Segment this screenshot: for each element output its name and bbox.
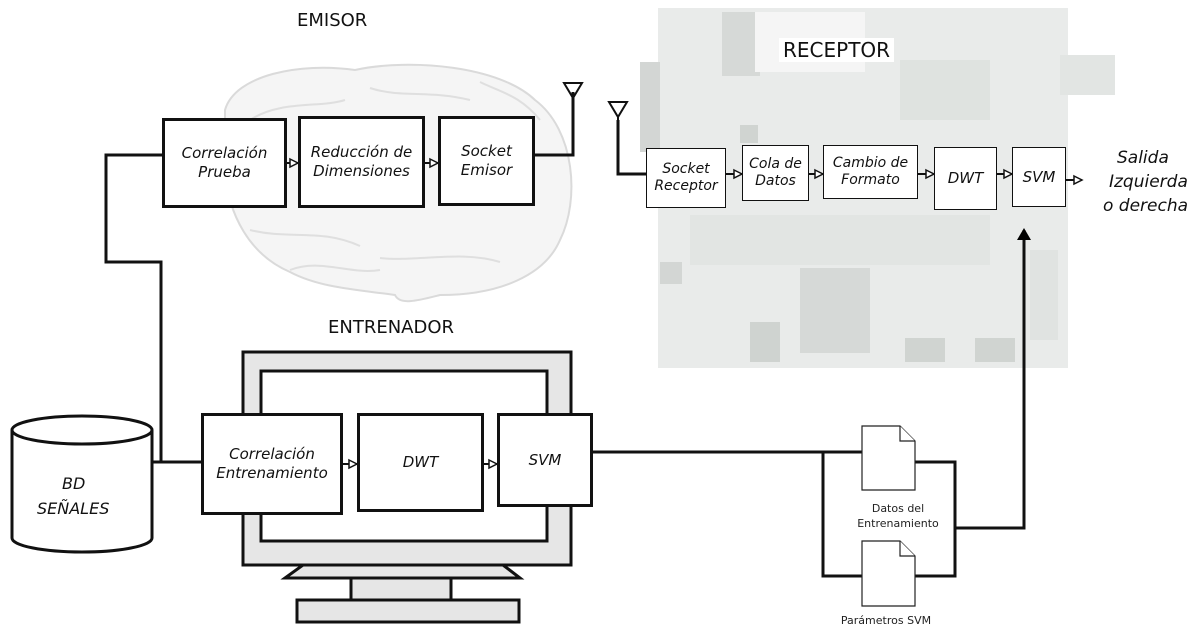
salida-line1: Salida	[1117, 147, 1169, 171]
socket-emisor-label: Socket Emisor	[461, 142, 512, 180]
receptor-title: RECEPTOR	[779, 38, 894, 62]
dwt-receptor-block: DWT	[934, 147, 997, 210]
correlacion-prueba-block: Correlación Prueba	[162, 118, 287, 208]
correlacion-entrenamiento-label: Correlación Entrenamiento	[216, 445, 328, 483]
reduccion-dimensiones-label: Reducción de Dimensiones	[311, 143, 413, 181]
dwt-entrenador-block: DWT	[357, 413, 484, 512]
entrenador-title: ENTRENADOR	[328, 317, 454, 338]
dwt-entrenador-label: DWT	[403, 453, 439, 472]
correlacion-entrenamiento-block: Correlación Entrenamiento	[201, 413, 343, 515]
parametros-svm-caption: Parámetros SVM	[822, 614, 950, 629]
cambio-formato-block: Cambio de Formato	[823, 145, 918, 199]
datos-entrenamiento-caption: Datos del Entrenamiento	[830, 502, 966, 532]
correlacion-prueba-label: Correlación Prueba	[182, 144, 268, 182]
cola-datos-label: Cola de Datos	[749, 156, 802, 191]
emisor-title: EMISOR	[297, 10, 367, 31]
socket-emisor-block: Socket Emisor	[438, 116, 535, 206]
document-icon	[862, 426, 915, 490]
svm-entrenador-block: SVM	[497, 413, 593, 507]
salida-line3: o derecha	[1103, 195, 1188, 219]
cola-datos-block: Cola de Datos	[742, 145, 809, 201]
svm-entrenador-label: SVM	[529, 451, 562, 470]
database-label-line2: SEÑALES	[37, 499, 109, 518]
salida-line2: Izquierda	[1109, 171, 1188, 195]
database-label-line1: BD	[62, 474, 85, 493]
dwt-receptor-label: DWT	[948, 169, 984, 188]
cambio-formato-label: Cambio de Formato	[833, 155, 908, 190]
socket-receptor-block: Socket Receptor	[646, 148, 726, 208]
document-icon	[862, 541, 915, 606]
reduccion-dimensiones-block: Reducción de Dimensiones	[298, 116, 425, 208]
socket-receptor-label: Socket Receptor	[654, 161, 717, 196]
antenna-icon	[564, 83, 582, 98]
svm-receptor-label: SVM	[1023, 168, 1056, 187]
svm-receptor-block: SVM	[1012, 147, 1066, 207]
antenna-icon	[609, 102, 627, 124]
